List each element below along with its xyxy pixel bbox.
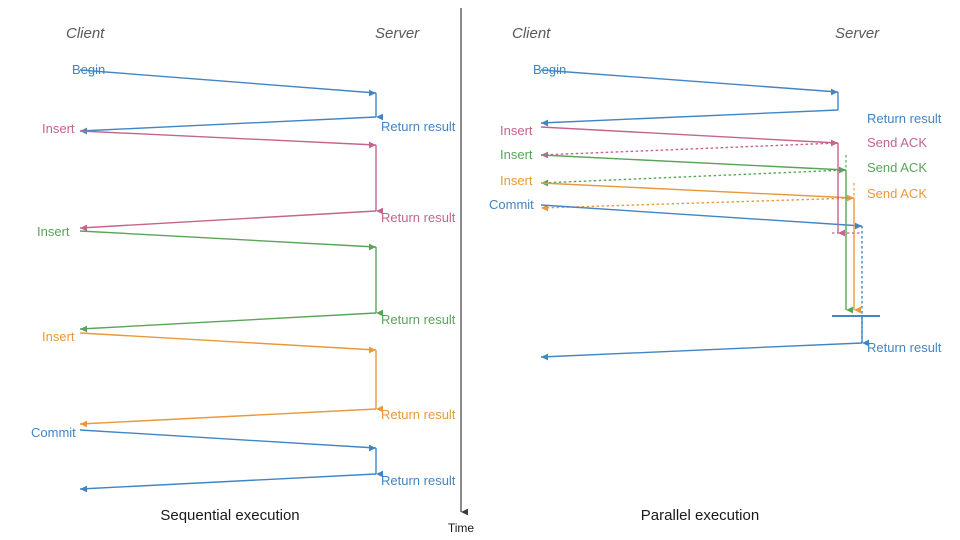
arrowhead-sequential-3 [80, 224, 87, 232]
arrowhead-sequential-9 [80, 485, 87, 493]
arrowhead-parallel-9 [541, 353, 548, 361]
label-sequential-begin-0: Begin [72, 62, 105, 77]
label-parallel-send-ack-5: Send ACK [867, 160, 927, 175]
arrowhead-parallel-4 [839, 166, 846, 174]
message-line-parallel-6 [540, 182, 855, 199]
message-line-sequential-3 [79, 210, 377, 229]
label-parallel-insert-6: Insert [500, 173, 533, 188]
panel-sequential-server-header: Server [375, 25, 420, 42]
arrowhead-sequential-2 [369, 141, 376, 149]
arrowhead-sequential-7 [80, 420, 87, 428]
arrowhead-parallel-2 [831, 139, 838, 147]
activation-head-sequential-1 [376, 113, 383, 121]
message-line-sequential-9 [79, 473, 377, 490]
message-line-sequential-8 [79, 429, 377, 449]
commit-final-head [862, 339, 869, 347]
message-line-sequential-0 [79, 69, 377, 94]
label-parallel-return-result-1: Return result [867, 111, 942, 126]
label-sequential-insert-6: Insert [42, 329, 75, 344]
activation-head-sequential-5 [376, 309, 383, 317]
time-axis-label: Time [448, 521, 475, 535]
message-line-sequential-7 [79, 408, 377, 425]
label-sequential-insert-2: Insert [42, 121, 75, 136]
panel-parallel-client-header: Client [512, 25, 551, 42]
message-line-parallel-9 [540, 342, 863, 358]
server-work-green-head [846, 306, 853, 314]
label-sequential-commit-8: Commit [31, 425, 76, 440]
message-line-parallel-5 [540, 169, 847, 184]
arrowhead-parallel-8 [855, 222, 862, 230]
arrowhead-sequential-0 [369, 89, 376, 97]
time-axis-arrowhead [461, 508, 468, 516]
message-line-parallel-0 [540, 69, 839, 93]
arrowhead-parallel-0 [831, 88, 838, 96]
caption-sequential: Sequential execution [160, 507, 299, 524]
arrowhead-sequential-8 [369, 444, 376, 452]
arrowhead-parallel-7 [541, 204, 548, 212]
panel-sequential-client-header: Client [66, 25, 105, 42]
server-work-pink-head [838, 229, 845, 237]
message-line-parallel-3 [540, 142, 839, 156]
caption-parallel: Parallel execution [641, 507, 759, 524]
message-line-sequential-5 [79, 312, 377, 330]
message-line-sequential-6 [79, 332, 377, 351]
activation-head-sequential-3 [376, 207, 383, 215]
label-sequential-return-result-9: Return result [381, 473, 456, 488]
label-parallel-return-result-9: Return result [867, 340, 942, 355]
panel-parallel-server-header: Server [835, 25, 880, 42]
label-sequential-return-result-1: Return result [381, 119, 456, 134]
arrowhead-parallel-6 [847, 194, 854, 202]
label-parallel-insert-4: Insert [500, 147, 533, 162]
label-sequential-return-result-5: Return result [381, 312, 456, 327]
label-parallel-send-ack-3: Send ACK [867, 135, 927, 150]
message-line-sequential-1 [79, 116, 377, 132]
label-parallel-insert-2: Insert [500, 123, 533, 138]
label-parallel-begin-0: Begin [533, 62, 566, 77]
activation-head-sequential-7 [376, 405, 383, 413]
message-line-parallel-2 [540, 126, 839, 144]
arrowhead-sequential-4 [369, 243, 376, 251]
arrowhead-sequential-6 [369, 346, 376, 354]
message-line-parallel-8 [540, 204, 863, 227]
label-parallel-send-ack-7: Send ACK [867, 186, 927, 201]
message-line-parallel-4 [540, 154, 847, 171]
server-work-orange-head [854, 306, 861, 314]
arrowhead-parallel-1 [541, 119, 548, 127]
message-line-parallel-1 [540, 109, 839, 124]
arrowhead-sequential-5 [80, 325, 87, 333]
label-parallel-commit-8: Commit [489, 197, 534, 212]
message-line-parallel-7 [540, 197, 855, 209]
label-sequential-insert-4: Insert [37, 224, 70, 239]
label-sequential-return-result-7: Return result [381, 407, 456, 422]
activation-head-sequential-9 [376, 470, 383, 478]
message-line-sequential-4 [79, 230, 377, 248]
label-sequential-return-result-3: Return result [381, 210, 456, 225]
message-line-sequential-2 [79, 130, 377, 146]
